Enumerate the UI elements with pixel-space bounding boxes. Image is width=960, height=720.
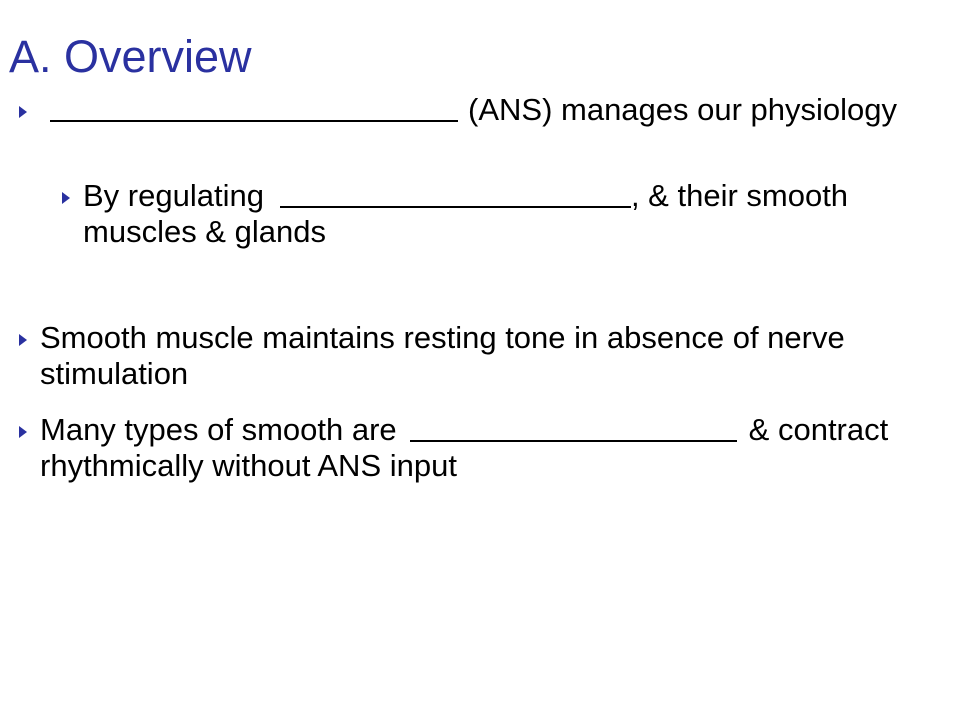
bullet-3-text: Smooth muscle maintains resting tone in …: [40, 320, 845, 391]
bullet-2-text-before: By regulating: [83, 178, 264, 213]
fill-in-blank-2: [279, 182, 631, 208]
triangle-right-icon: [19, 334, 27, 346]
bullet-item-2: By regulating, & their smooth muscles & …: [62, 178, 943, 250]
bullet-2-text-after: , & their smooth muscles & glands: [83, 178, 849, 249]
bullet-4-text-after: & contract rhythmically without ANS inpu…: [40, 412, 889, 483]
triangle-right-icon: [62, 192, 70, 204]
fill-in-blank-1: [50, 96, 458, 122]
bullet-4-text-before: Many types of smooth are: [40, 412, 397, 447]
triangle-right-icon: [19, 426, 27, 438]
bullet-item-4: Many types of smooth are& contract rhyth…: [19, 412, 945, 484]
bullet-item-3: Smooth muscle maintains resting tone in …: [19, 320, 945, 392]
slide-title: A. Overview: [9, 31, 252, 82]
triangle-right-icon: [19, 106, 27, 118]
bullet-1-text: (ANS) manages our physiology: [468, 92, 898, 127]
fill-in-blank-3: [409, 416, 737, 442]
bullet-item-1: (ANS) manages our physiology: [19, 92, 945, 128]
